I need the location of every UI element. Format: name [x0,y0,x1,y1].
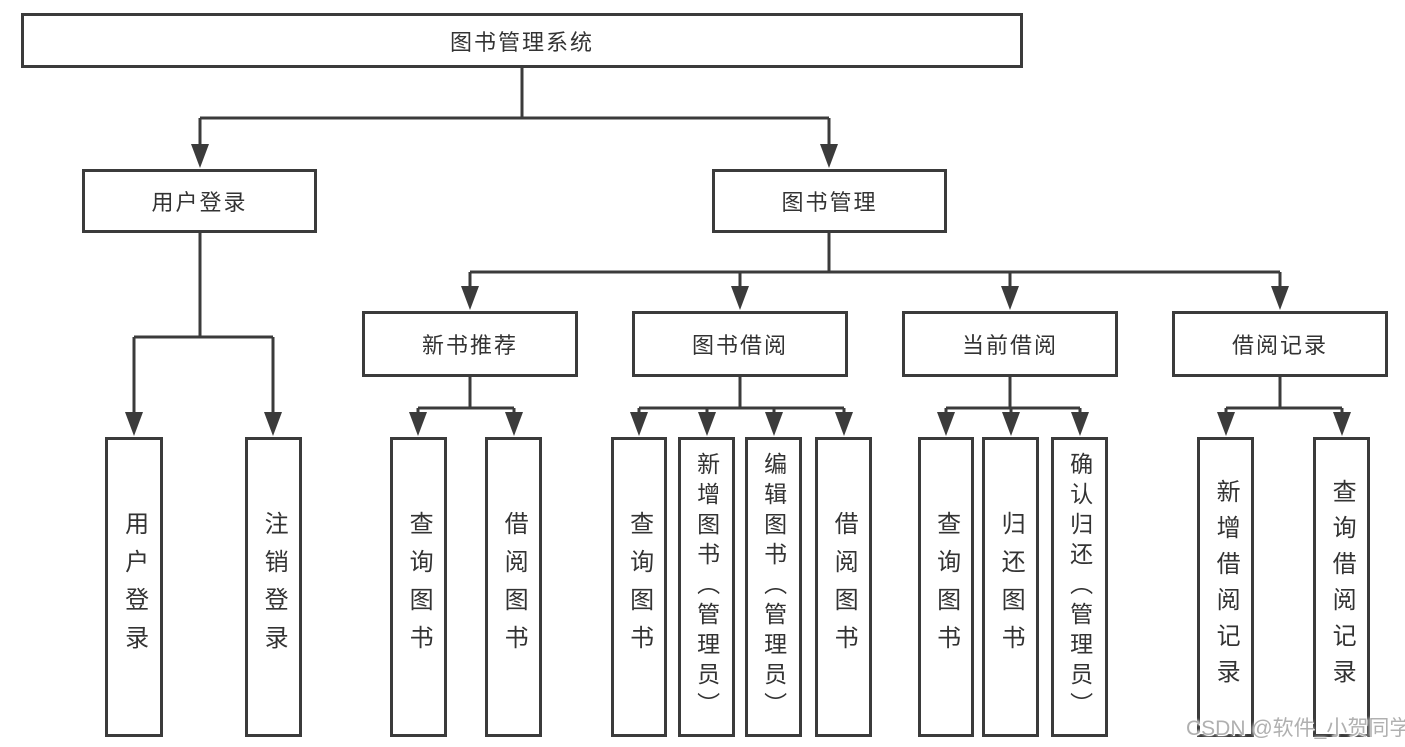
node-leaf-return-books: 归还图书 [982,437,1039,737]
arrowhead [820,144,838,168]
node-new-book-recommend: 新书推荐 [362,311,578,377]
node-new-book-recommend-label: 新书推荐 [421,333,518,358]
arrowhead [505,412,523,436]
node-book-management-label: 图书管理 [781,190,878,215]
node-user-login-label: 用户登录 [151,190,248,215]
node-leaf-edit-books-admin-label: 编辑图书（管理员） [760,452,787,722]
node-leaf-borrow-books-recommend: 借阅图书 [485,437,542,737]
arrowhead [461,286,479,310]
arrowhead [1271,286,1289,310]
node-book-borrow: 图书借阅 [632,311,848,377]
node-leaf-add-books-admin: 新增图书（管理员） [678,437,735,737]
node-root-library-management-system: 图书管理系统 [21,13,1023,68]
node-leaf-borrow-books-label: 借阅图书 [830,511,858,663]
node-leaf-confirm-return-admin: 确认归还（管理员） [1051,437,1108,737]
watermark: CSDN @软件_小贺同学 [1186,717,1405,740]
node-leaf-borrow-books-recommend-label: 借阅图书 [500,511,528,663]
arrowhead [1002,412,1020,436]
node-leaf-logout-login: 注销登录 [245,437,302,737]
node-leaf-logout-login-label: 注销登录 [260,511,288,663]
edges-user-login-to-leaves [125,233,282,436]
node-leaf-add-books-admin-label: 新增图书（管理员） [693,452,720,722]
arrowhead [698,412,716,436]
node-leaf-add-borrow-record-label: 新增借阅记录 [1212,479,1240,695]
arrowhead [765,412,783,436]
node-leaf-query-books-recommend-label: 查询图书 [405,511,433,663]
edges-book-management-to-level2 [461,233,1289,310]
arrowhead [1071,412,1089,436]
arrowhead [1217,412,1235,436]
node-leaf-edit-books-admin: 编辑图书（管理员） [745,437,802,737]
node-leaf-query-borrow-record: 查询借阅记录 [1313,437,1370,737]
arrowhead [1001,286,1019,310]
edges-new-book-recommend-to-leaves [409,377,523,436]
arrowhead [835,412,853,436]
arrowhead [630,412,648,436]
node-leaf-query-books-borrow: 查询图书 [611,437,667,737]
node-leaf-confirm-return-admin-label: 确认归还（管理员） [1066,452,1093,722]
node-leaf-borrow-books: 借阅图书 [815,437,872,737]
edges-current-borrow-to-leaves [937,377,1089,436]
node-leaf-query-books-borrow-label: 查询图书 [625,511,653,663]
node-current-borrow: 当前借阅 [902,311,1118,377]
arrowhead [1333,412,1351,436]
node-leaf-user-login: 用户登录 [105,437,163,737]
edges-borrow-record-to-leaves [1217,377,1351,436]
node-borrow-record: 借阅记录 [1172,311,1388,377]
edges-book-borrow-to-leaves [630,377,853,436]
node-leaf-query-books-current-label: 查询图书 [932,511,960,663]
arrowhead [125,412,143,436]
node-leaf-query-borrow-record-label: 查询借阅记录 [1328,479,1356,695]
arrowhead [731,286,749,310]
node-book-borrow-label: 图书借阅 [691,333,788,358]
node-leaf-user-login-label: 用户登录 [120,511,148,663]
arrowhead [937,412,955,436]
node-leaf-query-books-current: 查询图书 [918,437,974,737]
node-root-label: 图书管理系统 [449,29,594,55]
edges-root-to-level1 [191,68,838,168]
node-current-borrow-label: 当前借阅 [961,333,1058,358]
node-book-management: 图书管理 [712,169,947,233]
node-leaf-query-books-recommend: 查询图书 [390,437,447,737]
node-borrow-record-label: 借阅记录 [1231,333,1328,358]
arrowhead [409,412,427,436]
arrowhead [264,412,282,436]
node-user-login: 用户登录 [82,169,317,233]
arrowhead [191,144,209,168]
node-leaf-return-books-label: 归还图书 [997,511,1025,663]
node-leaf-add-borrow-record: 新增借阅记录 [1197,437,1254,737]
